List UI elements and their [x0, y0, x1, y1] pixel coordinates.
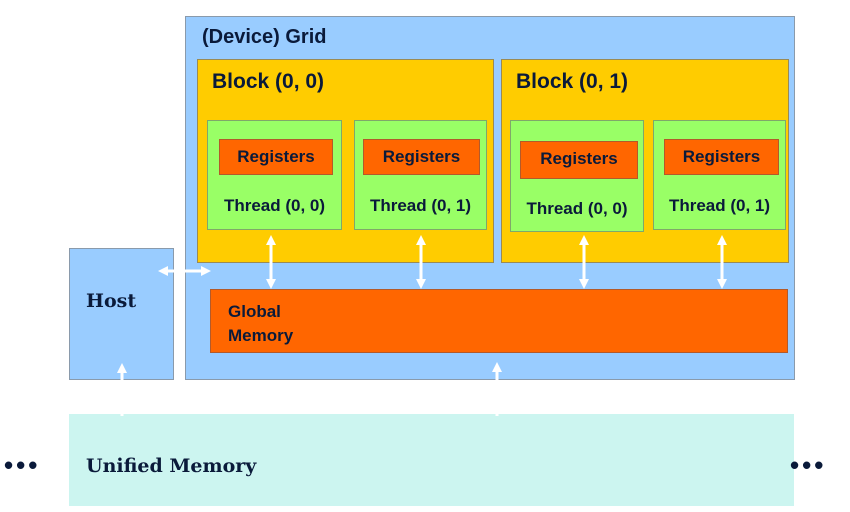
host-label: Host — [86, 290, 137, 312]
host-box — [69, 248, 174, 380]
block-0-1-thread-0-0-registers: Registers — [520, 141, 638, 179]
block-0-1-title: Block (0, 1) — [516, 70, 629, 93]
block-0-1-thread-0-1 — [653, 120, 786, 230]
global-memory — [210, 289, 788, 353]
global-memory-label: Global Memory — [228, 300, 293, 348]
block-0-1-thread-0-0-label: Thread (0, 0) — [526, 199, 628, 218]
block-0-0-thread-0-1 — [354, 120, 487, 230]
grid-title: (Device) Grid — [202, 26, 327, 48]
unified-memory-label: Unified Memory — [86, 455, 257, 477]
block-0-0-thread-0-0-registers: Registers — [219, 139, 333, 175]
right-ellipsis: ••• — [790, 450, 827, 480]
block-0-0-title: Block (0, 0) — [212, 70, 325, 93]
block-0-1-thread-0-1-label: Thread (0, 1) — [668, 196, 771, 215]
block-0-0-thread-0-0 — [207, 120, 342, 230]
global-memory-label-line2: Memory — [228, 326, 294, 345]
block-0-0-thread-0-0-label: Thread (0, 0) — [223, 196, 326, 215]
block-0-0-thread-0-1-label: Thread (0, 1) — [369, 196, 472, 215]
left-ellipsis: ••• — [4, 450, 41, 480]
block-0-1-thread-0-1-registers: Registers — [664, 139, 779, 175]
global-memory-label-line1: Global — [228, 302, 281, 321]
unified-memory-band — [69, 414, 794, 506]
block-0-0-thread-0-1-registers: Registers — [363, 139, 480, 175]
